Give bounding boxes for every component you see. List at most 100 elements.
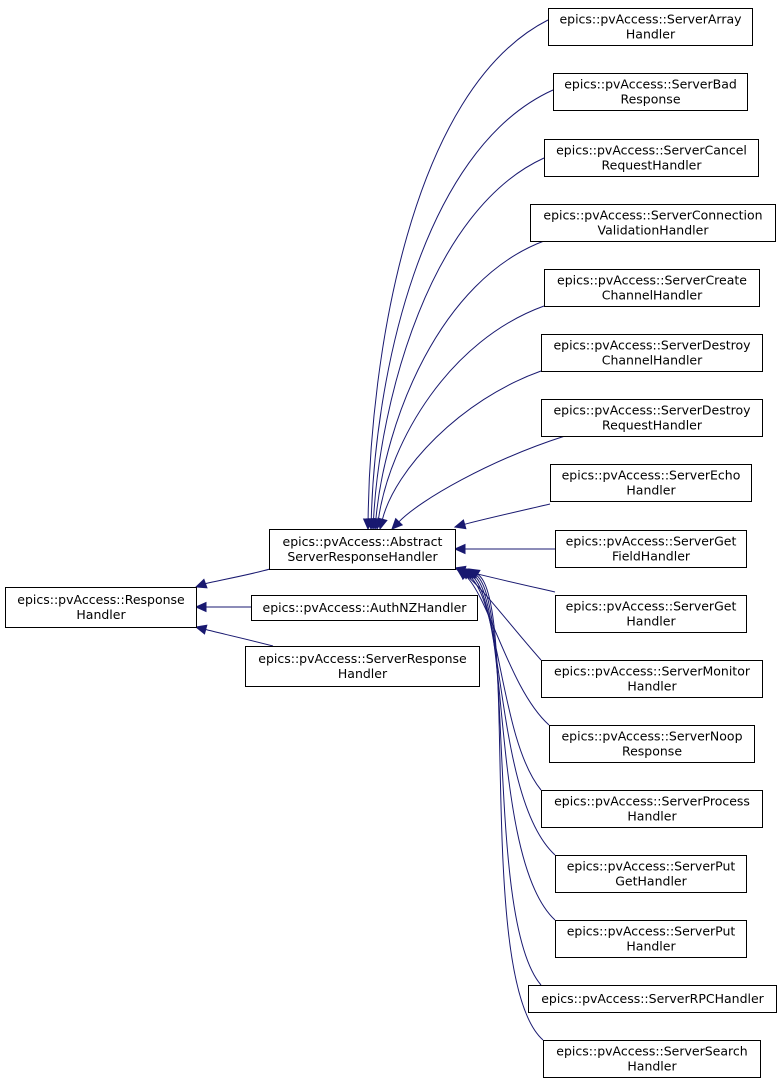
class-node-server-rpc-handler[interactable]: epics::pvAccess::ServerRPCHandler [528,985,777,1013]
class-node-box[interactable] [541,334,763,372]
class-node-label: Handler [626,939,676,954]
arrowhead-icon [377,517,388,531]
edge-line [475,574,542,986]
class-node-box[interactable] [528,985,777,1013]
class-node-server-destroy-request-handler[interactable]: epics::pvAccess::ServerDestroyRequestHan… [541,399,763,437]
class-node-label: ServerResponseHandler [287,549,438,564]
inheritance-edge-server-bad-response [366,89,554,531]
class-node-label: epics::pvAccess::AuthNZHandler [263,600,468,615]
inheritance-edge-server-response-handler [194,624,274,647]
edge-line [373,157,545,520]
class-node-box[interactable] [555,595,747,633]
class-node-server-create-channel-handler[interactable]: epics::pvAccess::ServerCreateChannelHand… [544,269,760,307]
class-node-label: epics::pvAccess::ServerPut [567,924,736,939]
class-node-label: epics::pvAccess::ServerProcess [554,794,750,809]
class-node-server-connection-validation-handler[interactable]: epics::pvAccess::ServerConnectionValidat… [530,204,776,242]
edge-line [370,89,554,520]
edge-line [375,240,545,520]
class-node-label: Handler [76,607,126,622]
arrowhead-icon [467,568,481,579]
class-node-label: ChannelHandler [602,288,703,303]
class-node-box[interactable] [251,595,478,621]
inheritance-edge-server-rpc-handler [465,568,542,986]
class-node-box[interactable] [5,587,197,628]
class-node-label: epics::pvAccess::ServerSearch [556,1044,747,1059]
edge-line [472,574,556,921]
arrowhead-icon [453,543,466,555]
class-node-box[interactable] [550,464,752,502]
class-node-label: epics::pvAccess::ServerMonitor [554,664,751,679]
class-node-label: epics::pvAccess::ServerNoop [561,729,742,744]
class-node-label: epics::pvAccess::ServerCreate [557,273,747,288]
edge-line [381,370,542,520]
class-node-label: epics::pvAccess::Abstract [283,534,443,549]
class-node-box[interactable] [548,8,753,46]
class-node-label: epics::pvAccess::ServerDestroy [553,338,751,353]
class-node-box[interactable] [543,1040,761,1078]
class-node-label: RequestHandler [602,158,703,173]
edge-line [464,503,551,525]
class-node-server-destroy-channel-handler[interactable]: epics::pvAccess::ServerDestroyChannelHan… [541,334,763,372]
class-node-label: Response [622,744,682,759]
class-node-server-response-handler[interactable]: epics::pvAccess::ServerResponseHandler [245,646,480,687]
class-node-abstract-server-response-handler[interactable]: epics::pvAccess::AbstractServerResponseH… [269,529,456,570]
class-node-label: Handler [626,27,676,42]
arrowhead-icon [453,519,467,530]
class-node-box[interactable] [530,204,776,242]
inheritance-edge-abstract-server-response-handler [194,568,271,589]
class-node-label: Handler [626,483,676,498]
inheritance-edges [194,19,566,1041]
class-node-label: epics::pvAccess::Response [17,592,185,607]
edge-line [470,574,556,856]
class-node-box[interactable] [541,790,763,828]
class-node-response-handler[interactable]: epics::pvAccess::ResponseHandler [5,587,197,628]
class-node-label: epics::pvAccess::ServerGet [566,534,737,549]
class-node-label: epics::pvAccess::ServerResponse [258,651,467,666]
class-nodes: epics::pvAccess::ResponseHandlerepics::p… [5,8,777,1078]
inheritance-edge-server-search-handler [467,568,544,1041]
class-node-label: ValidationHandler [598,223,710,238]
edge-line [205,629,274,647]
inheritance-edge-server-destroy-channel-handler [377,370,542,531]
class-node-box[interactable] [541,660,763,698]
arrowhead-icon [194,578,208,589]
class-node-box[interactable] [553,73,748,111]
class-node-label: epics::pvAccess::ServerConnection [543,208,762,223]
class-node-box[interactable] [544,269,760,307]
class-node-label: RequestHandler [602,418,703,433]
edge-line [465,575,550,726]
arrowhead-icon [391,517,404,530]
class-node-label: Handler [627,809,677,824]
inheritance-edge-server-cancel-request-handler [368,157,545,531]
class-node-label: epics::pvAccess::ServerArray [559,12,742,27]
class-node-label: Handler [626,614,676,629]
class-node-box[interactable] [555,855,747,893]
inheritance-edge-server-echo-handler [453,503,551,530]
class-node-label: Handler [627,679,677,694]
edge-line [205,568,271,585]
class-node-label: epics::pvAccess::ServerPut [567,859,736,874]
class-node-authnz-handler[interactable]: epics::pvAccess::AuthNZHandler [251,595,478,621]
class-node-box[interactable] [549,725,755,763]
class-node-box[interactable] [541,399,763,437]
class-node-label: Response [620,92,680,107]
inheritance-edge-server-destroy-request-handler [391,435,566,530]
class-node-box[interactable] [269,529,456,570]
class-node-box[interactable] [245,646,480,687]
class-node-server-cancel-request-handler[interactable]: epics::pvAccess::ServerCancelRequestHand… [544,139,759,177]
class-node-box[interactable] [544,139,759,177]
inheritance-edge-server-get-field-handler [453,543,555,555]
class-node-box[interactable] [555,920,747,958]
class-node-box[interactable] [555,530,747,568]
